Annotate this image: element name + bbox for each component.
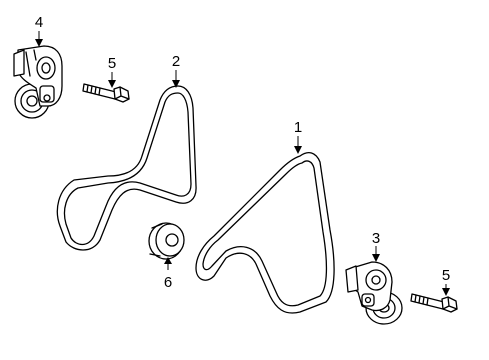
callout-5-lower: 5 <box>442 267 450 284</box>
belt-main: 1 <box>195 119 335 314</box>
bolt-upper: 5 <box>82 55 130 103</box>
tensioner-lower: 3 <box>345 230 403 325</box>
idler-pulley: 6 <box>148 222 185 291</box>
tensioner-upper: 4 <box>13 14 63 119</box>
bolt-lower: 5 <box>410 267 458 313</box>
belt-secondary: 2 <box>56 53 197 251</box>
callout-3: 3 <box>372 230 380 247</box>
callout-2: 2 <box>172 53 180 70</box>
callout-6: 6 <box>164 274 172 291</box>
callout-4: 4 <box>35 14 43 31</box>
callout-5-upper: 5 <box>108 55 116 72</box>
callout-1: 1 <box>294 119 302 136</box>
